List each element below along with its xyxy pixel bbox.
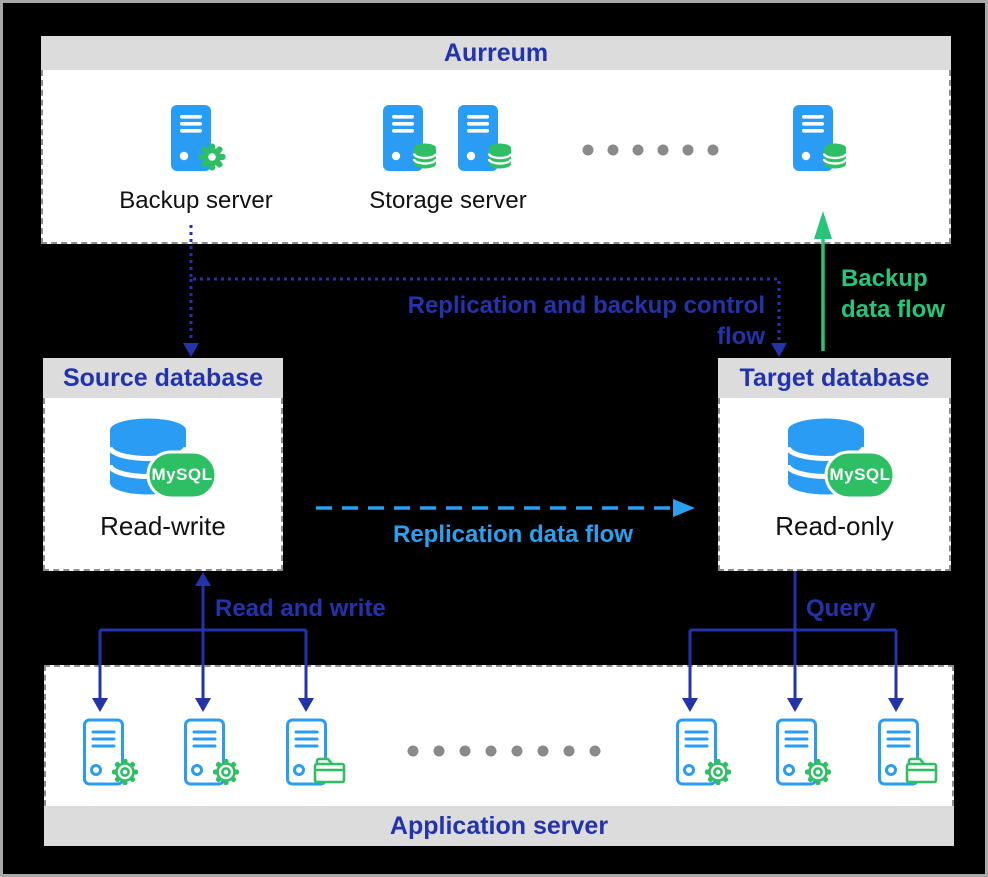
application-server-title: Application server (44, 806, 954, 846)
storage-server-label: Storage server (369, 187, 527, 214)
target-mysql-badge: MySQL (829, 465, 891, 484)
aurreum-right-storage-server-icon (793, 103, 849, 175)
app-server-icon-3 (286, 717, 346, 789)
app-server-icon-1 (83, 717, 141, 789)
target-database-mode-label: Read-only (775, 511, 894, 541)
read-and-write-label: Read and write (215, 595, 386, 622)
control-flow-label-line1: Replication and backup control (407, 292, 765, 319)
source-database-mode-label: Read-write (100, 511, 226, 541)
control-flow-label: Replication and backup control flow (383, 290, 765, 352)
source-database-title: Source database (43, 358, 283, 398)
backup-data-flow-label-line1: Backup (841, 265, 928, 292)
control-flow-label-line2: flow (717, 323, 765, 350)
app-server-icon-4 (676, 717, 734, 789)
storage-server-icon-1 (383, 103, 439, 175)
app-server-icon-6 (878, 717, 938, 789)
backup-server-label: Backup server (119, 187, 273, 214)
aurreum-box-title: Aurreum (41, 36, 951, 70)
query-label: Query (806, 595, 876, 622)
app-server-icon-5 (776, 717, 834, 789)
backup-data-flow-label: Backup data flow (841, 263, 945, 325)
source-mysql-badge: MySQL (151, 465, 213, 484)
backup-data-flow-label-line2: data flow (841, 296, 946, 323)
target-database-title: Target database (718, 358, 951, 398)
storage-server-icon-2 (458, 103, 514, 175)
backup-server-icon (171, 103, 227, 175)
replication-data-flow-label: Replication data flow (392, 521, 634, 548)
app-server-icon-2 (184, 717, 242, 789)
replication-data-flow-arrow (316, 499, 695, 517)
